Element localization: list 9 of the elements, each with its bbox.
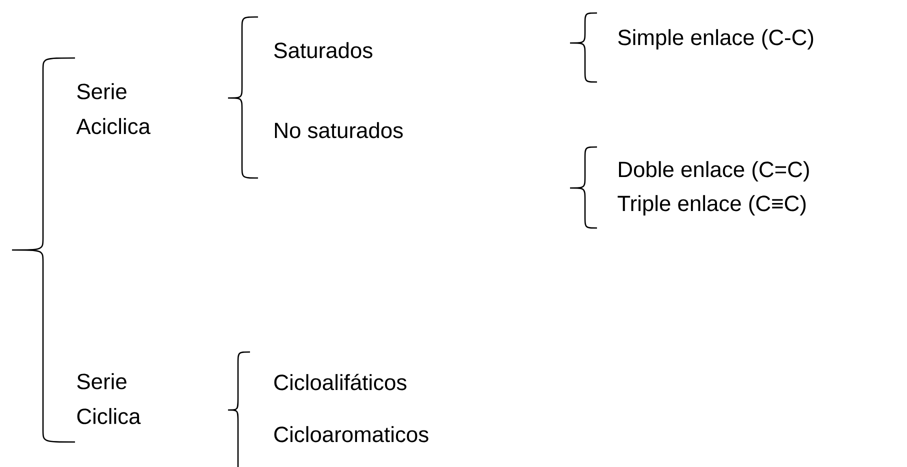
- label: No saturados: [275, 122, 403, 138]
- label: Triple enlace (C≡C): [618, 195, 806, 216]
- label: Cicloalifáticos: [274, 374, 406, 390]
- label: Saturados: [274, 42, 372, 58]
- label: Serie Aciclica: [76, 83, 150, 134]
- label: Simple enlace (C-C): [618, 29, 814, 50]
- label: Doble enlace (C=C): [619, 161, 809, 182]
- label: Cicloaromaticos: [274, 426, 428, 442]
- label: Serie Ciclica: [77, 373, 141, 424]
